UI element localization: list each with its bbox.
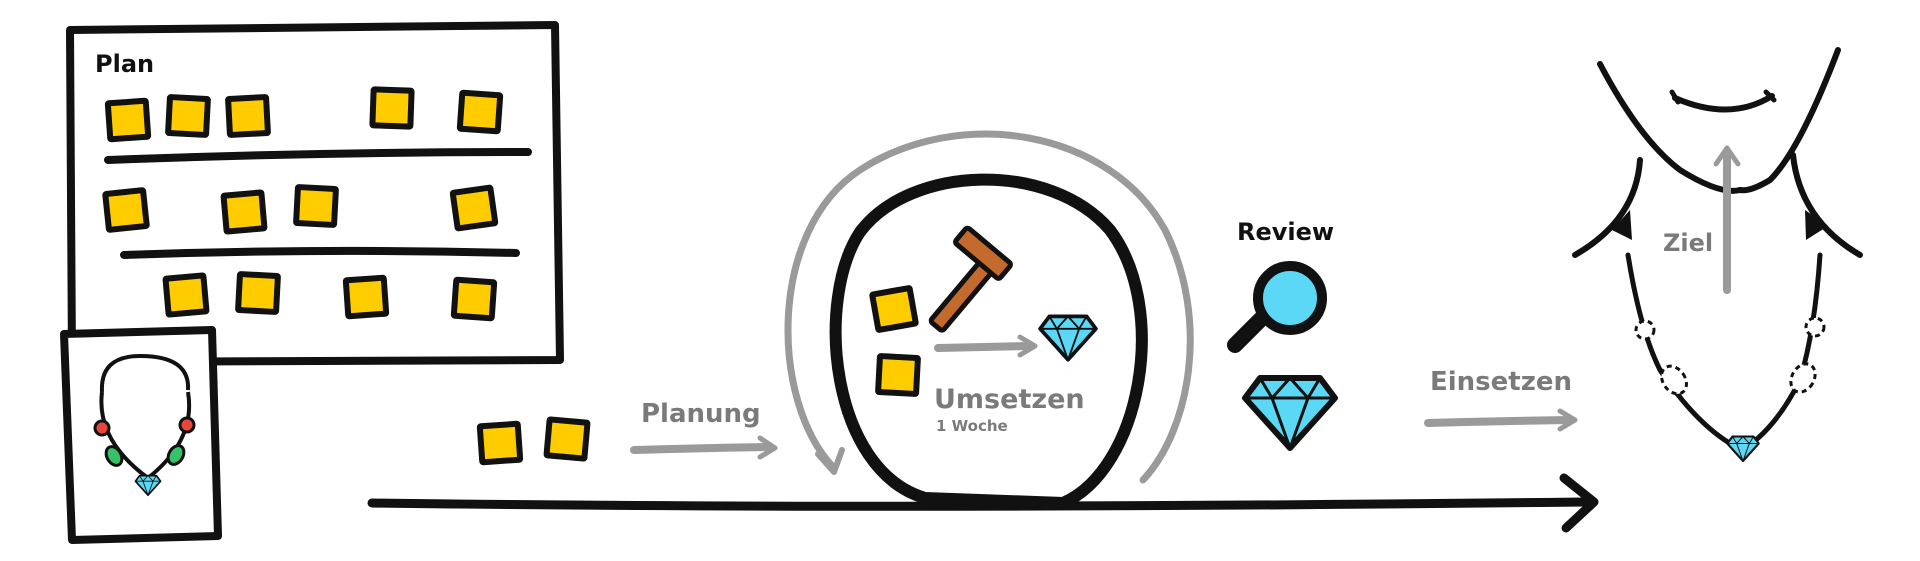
magnifier-icon [1227,261,1327,353]
sticky-note-icon [450,276,498,322]
sticky-note-icon [234,270,282,316]
einsetzen-label: Einsetzen [1430,367,1572,397]
necklace-icon [93,353,196,497]
planung-label: Planung [641,399,761,429]
ziel-step: Ziel [1572,47,1863,463]
sticky-note-icon [456,89,504,135]
sticky-note-icon [342,274,390,320]
plan-label: Plan [95,50,154,78]
sticky-note-icon [874,352,922,398]
einsetzen-step: Einsetzen [1424,367,1578,432]
sticky-note-icon [220,189,268,235]
planung-step: Planung [476,399,778,466]
ziel-label: Ziel [1663,229,1713,257]
diamond-icon [1245,378,1335,448]
hammer-icon [928,225,1013,333]
timeline-arrow [367,473,1599,533]
sticky-note-icon [543,416,591,462]
sticky-note-icon [476,420,524,466]
sticky-note-icon [369,86,415,130]
review-label: Review [1237,218,1334,246]
sticky-note-icon [449,184,499,232]
sticky-note-icon [101,186,151,234]
sticky-note-icon [292,183,340,229]
sticky-note-icon [164,93,212,139]
sticky-note-icon [224,93,272,139]
review-step: Review [1227,218,1335,448]
diamond-icon [1726,435,1760,463]
umsetzen-label: Umsetzen [934,384,1085,415]
smile-icon [1669,89,1777,113]
sticky-note-icon [104,97,152,143]
goal-card [60,326,222,544]
sticky-note-icon [162,272,210,318]
plan-board: Plan [66,21,564,366]
sticky-note-icon [868,284,920,334]
sprint-loop: Umsetzen 1 Woche [784,130,1194,509]
umsetzen-duration-label: 1 Woche [936,417,1008,435]
